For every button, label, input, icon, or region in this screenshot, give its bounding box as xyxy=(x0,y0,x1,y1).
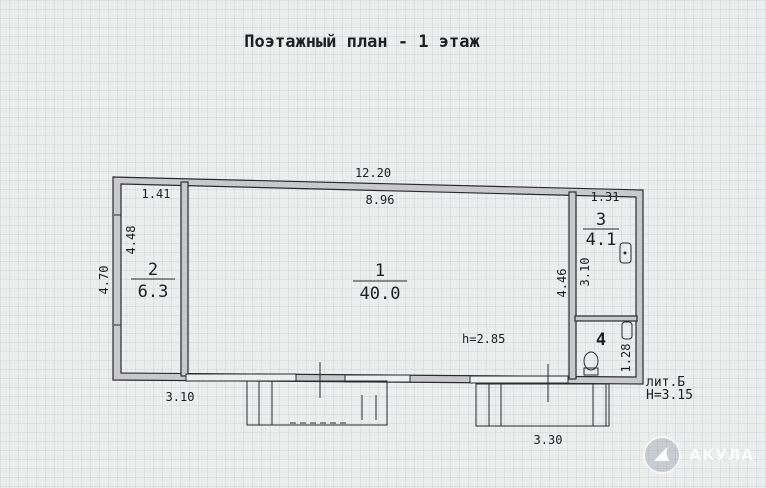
bottom-wall-opening xyxy=(185,373,297,382)
porch-steps-left xyxy=(246,380,388,426)
exterior-wall xyxy=(112,176,644,385)
toilet-icon xyxy=(583,351,599,376)
dimension-bottom-left: 3.10 xyxy=(166,390,195,404)
dimension-left-room-width: 1.41 xyxy=(142,187,171,201)
building-letter: лит.Б xyxy=(646,375,685,390)
partition-wall-left xyxy=(180,181,189,377)
dimension-room3-height: 3.10 xyxy=(578,258,592,287)
dimension-total-width: 12.20 xyxy=(355,166,391,180)
dimension-bottom-right: 3.30 xyxy=(534,433,563,447)
partition-wall-right xyxy=(568,191,577,380)
watermark: АКУЛА xyxy=(643,436,754,474)
plan-title: Поэтажный план - 1 этаж xyxy=(244,32,480,52)
dimension-left-room-height: 4.48 xyxy=(124,226,138,255)
room-1-area: 40.0 xyxy=(360,284,401,304)
sink-icon xyxy=(621,321,633,340)
watermark-text: АКУЛА xyxy=(689,446,754,464)
room-4-number: 4 xyxy=(596,330,606,350)
building-height: Н=3.15 xyxy=(646,388,693,403)
ceiling-height-label: h=2.85 xyxy=(462,332,505,346)
bottom-wall-opening xyxy=(469,375,569,384)
room-3-number: 3 xyxy=(596,210,606,230)
dimension-main-room-width: 8.96 xyxy=(366,193,395,207)
room-3-area: 4.1 xyxy=(586,230,617,250)
dimension-main-room-height: 4.46 xyxy=(555,269,569,298)
dimension-room4-height: 1.28 xyxy=(619,344,633,373)
sink-icon xyxy=(619,242,632,264)
room-1-number: 1 xyxy=(375,261,385,281)
shark-fin-icon xyxy=(643,436,682,474)
dimension-right-room-width: 1.31 xyxy=(591,190,620,204)
bottom-wall-opening xyxy=(344,374,411,383)
room-2-number: 2 xyxy=(148,260,158,280)
porch-steps-right xyxy=(475,383,610,427)
partition-wall-wc xyxy=(574,315,638,322)
room-2-area: 6.3 xyxy=(138,282,169,302)
dimension-overall-height: 4.70 xyxy=(97,266,111,295)
